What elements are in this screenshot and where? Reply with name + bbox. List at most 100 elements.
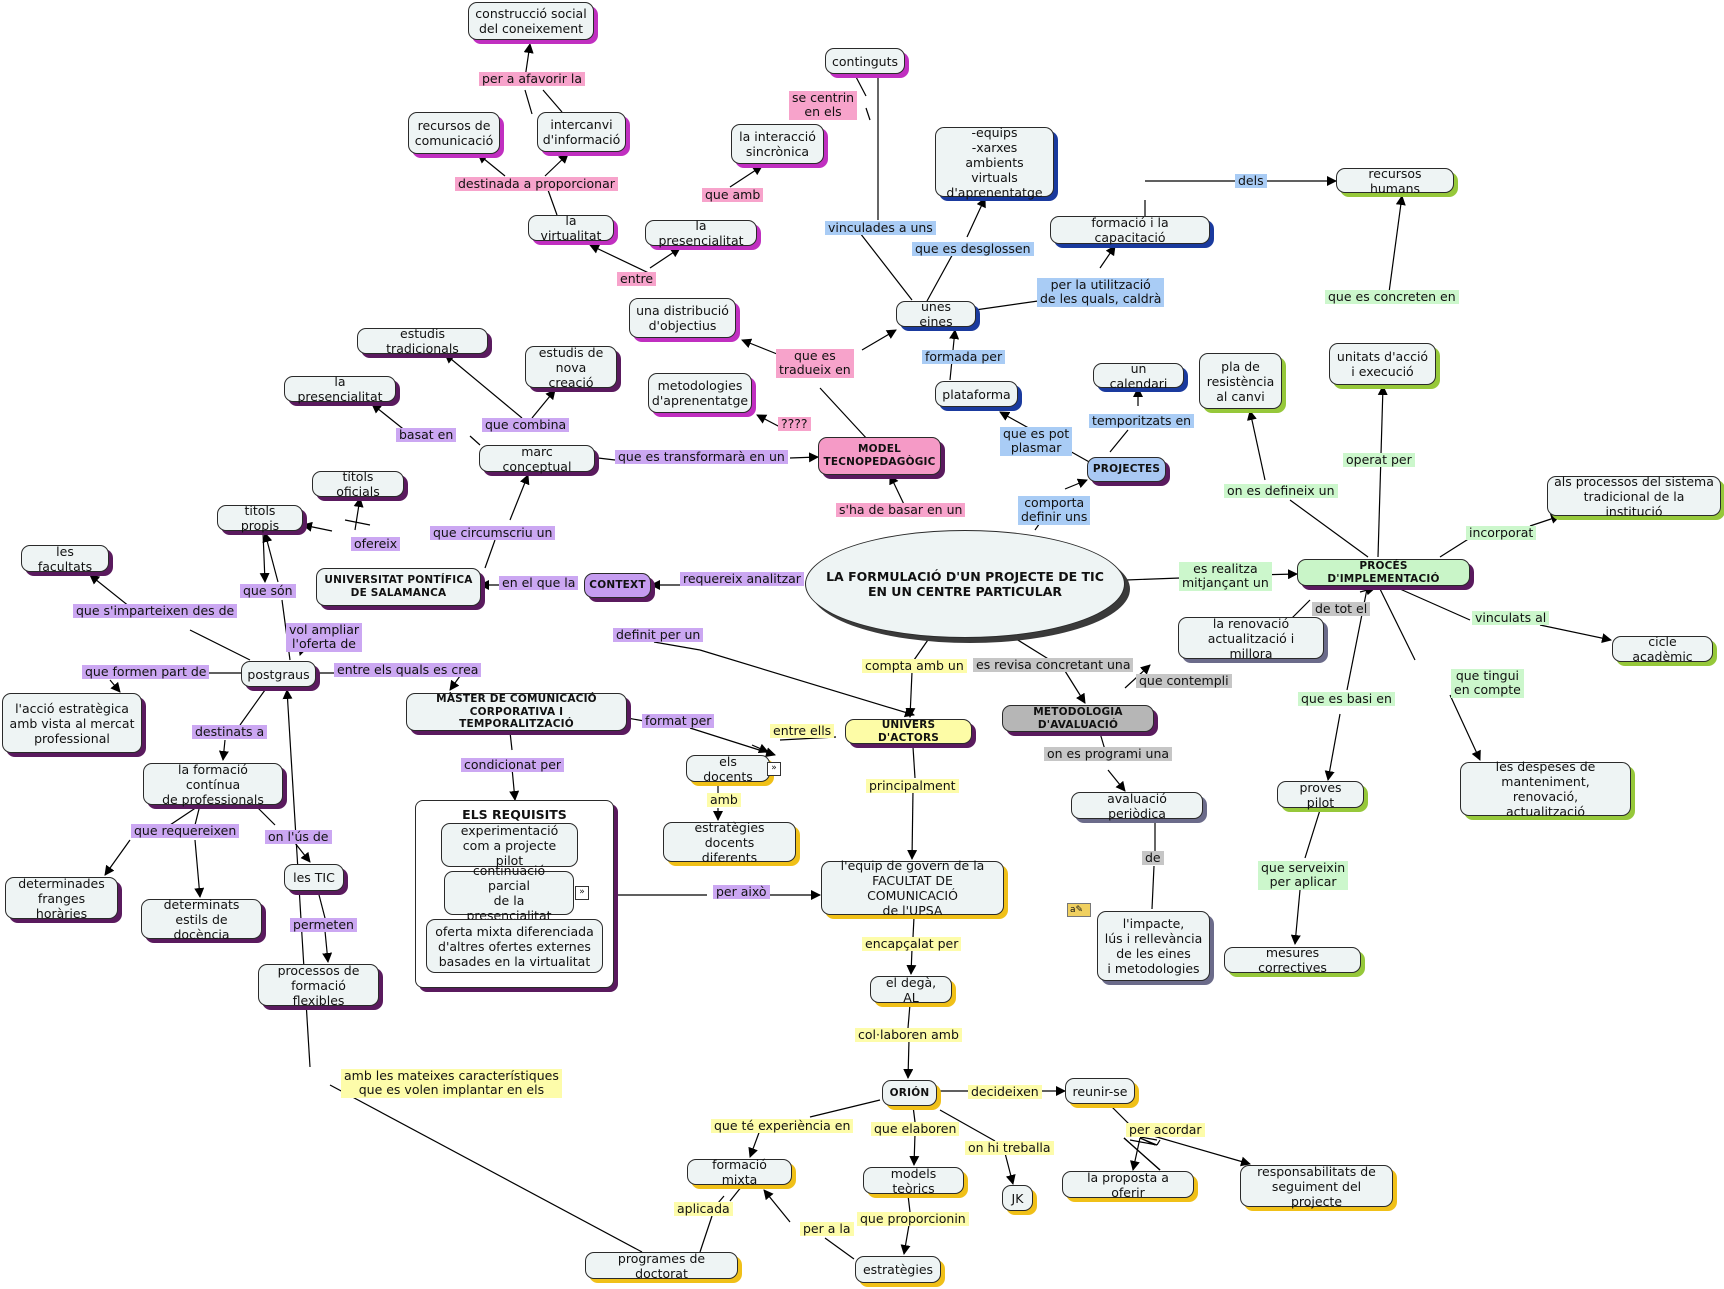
presencialitat-context-node[interactable]: la presencialitat <box>284 374 396 404</box>
link-label: que contempli <box>1136 673 1232 689</box>
context-node[interactable]: CONTEXT <box>584 573 651 598</box>
link-label: es revisa concretant una <box>973 657 1134 673</box>
despeses-node[interactable]: les despeses de manteniment, renovació, … <box>1460 759 1631 819</box>
formacio-mixta-node[interactable]: formació mixta <box>687 1157 792 1187</box>
connector-line <box>1107 769 1126 792</box>
responsabilitats-node[interactable]: responsabilitats de seguiment del projec… <box>1240 1164 1393 1209</box>
connector-line <box>912 916 915 938</box>
recursos-comunicacio-node[interactable]: recursos de comunicació <box>408 112 500 154</box>
master-node[interactable]: MÀSTER DE COMUNICACIÓ CORPORATIVA I TEMP… <box>406 693 627 731</box>
link-label: ofereix <box>351 536 401 552</box>
calendari-node[interactable]: un calendari <box>1093 361 1184 391</box>
connector-line <box>861 329 897 351</box>
avaluacio-node[interactable]: avaluació periòdica <box>1071 791 1203 821</box>
formacio-continua-node[interactable]: la formació contínua de professionals <box>143 762 283 807</box>
proves-pilot-node[interactable]: proves pilot <box>1277 780 1364 810</box>
plataforma-node[interactable]: plataforma <box>935 381 1018 407</box>
metodologia-node[interactable]: METODOLOGIA D'AVALUACIÓ <box>1002 705 1154 732</box>
docents-node[interactable]: els docents <box>686 754 770 784</box>
interaccio-node[interactable]: la interacció sincrònica <box>731 124 824 164</box>
connector-line <box>449 675 461 691</box>
link-label: que combina <box>482 417 570 433</box>
construccio-node[interactable]: construcció social del coneixement <box>468 2 594 40</box>
link-label: temporitzats en <box>1089 413 1195 429</box>
requisit-item[interactable]: oferta mixta diferenciada d'altres ofert… <box>426 919 603 973</box>
metodologies-node[interactable]: metodologies d'aprenentatge <box>648 373 752 413</box>
expand-icon[interactable]: » <box>767 762 781 776</box>
estrategies-docents-node[interactable]: estratègies docents diferents <box>663 820 796 865</box>
link-label: que són <box>240 583 296 599</box>
recursos-humans-node[interactable]: recursos humans <box>1336 166 1454 196</box>
link-label: condicionat per <box>461 757 565 773</box>
postgraus-node[interactable]: postgraus <box>241 661 316 687</box>
connector-line <box>1130 1137 1141 1171</box>
link-label: que es pot plasmar <box>1000 426 1073 456</box>
tic-node[interactable]: les TIC <box>284 864 344 891</box>
mesures-node[interactable]: mesures correctives <box>1224 945 1361 975</box>
processos-sistema-node[interactable]: als processos del sistema tradicional de… <box>1547 474 1721 519</box>
connector-line <box>1247 410 1266 481</box>
orion-node[interactable]: ORIÓN <box>882 1080 937 1106</box>
connector-line <box>109 679 121 693</box>
connector-line <box>524 89 533 115</box>
connector-line <box>865 107 871 121</box>
model-node[interactable]: MODEL TECNOPEDAGÒGIC <box>818 437 941 475</box>
upsa-node[interactable]: UNIVERSITAT PONTÍFICA DE SALAMANCA <box>316 568 481 606</box>
estudis-nova-node[interactable]: estudis de nova creació <box>525 345 617 390</box>
dega-node[interactable]: el degà, AL <box>870 975 952 1005</box>
connector-line <box>939 1109 996 1142</box>
jk-node[interactable]: JK <box>1002 1185 1033 1211</box>
eines-node[interactable]: unes eines <box>896 299 976 329</box>
unitats-node[interactable]: unitats d'acció i execució <box>1329 343 1436 385</box>
link-label: es realitza mitjançant un <box>1179 561 1272 591</box>
continguts-node[interactable]: continguts <box>825 48 905 74</box>
link-label: que es desglossen <box>912 241 1034 257</box>
projectes-node[interactable]: PROJECTES <box>1087 457 1166 482</box>
formacio-capacitacio-node[interactable]: formació i la capacitació <box>1050 215 1210 245</box>
cicle-node[interactable]: cicle acadèmic <box>1612 634 1713 664</box>
distribucio-node[interactable]: una distribució d'objectius <box>629 298 736 338</box>
connector-line <box>547 189 558 216</box>
estrategies-node[interactable]: estratègies <box>855 1256 941 1283</box>
connector-line <box>344 519 371 526</box>
equip-govern-node[interactable]: l'equip de govern de la FACULTAT DE COMU… <box>821 858 1004 918</box>
link-label: basat en <box>396 427 457 443</box>
programes-node[interactable]: programes de doctorat <box>585 1251 738 1281</box>
titols-propis-node[interactable]: titols propis <box>217 503 303 533</box>
franges-node[interactable]: determinades franges horàries <box>5 876 118 921</box>
proces-node[interactable]: PROCÉS D'IMPLEMENTACIÓ <box>1297 559 1470 586</box>
equips-node[interactable]: -equips -xarxes ambients virtuals d'apre… <box>935 125 1054 200</box>
link-label: amb <box>707 792 741 808</box>
reunir-node[interactable]: reunir-se <box>1065 1078 1135 1104</box>
proposta-node[interactable]: la proposta a oferir <box>1062 1170 1194 1200</box>
univers-node[interactable]: UNIVERS D'ACTORS <box>845 719 972 744</box>
marc-conceptual-node[interactable]: marc conceptual <box>479 444 595 474</box>
virtualitat-node[interactable]: la virtualitat <box>528 213 614 243</box>
processos-flexibles-node[interactable]: processos de formació flexibles <box>258 963 379 1008</box>
facultats-node[interactable]: les facultats <box>21 544 109 574</box>
expand-icon[interactable]: » <box>575 886 589 900</box>
presencialitat-model-node[interactable]: la presencialitat <box>645 218 757 248</box>
connector-line <box>322 930 333 963</box>
pla-resistencia-node[interactable]: pla de resistència al canvi <box>1199 353 1282 409</box>
estudis-tradicionals-node[interactable]: estudis tradicionals <box>357 326 488 356</box>
connector-line <box>1109 1104 1131 1126</box>
titols-oficials-node[interactable]: títols oficials <box>312 469 404 499</box>
models-node[interactable]: models teòrics <box>863 1166 964 1196</box>
link-label: que s'imparteixen des de <box>73 603 238 619</box>
note-icon[interactable]: a✎ <box>1067 903 1091 917</box>
connector-line <box>854 74 867 97</box>
accio-estrategica-node[interactable]: l'acció estratègica amb vista al mercat … <box>2 693 142 753</box>
requisit-item[interactable]: experimentació com a projecte pilot <box>441 823 578 868</box>
connector-line <box>824 1237 855 1260</box>
intercanvi-node[interactable]: intercanvi d'informació <box>537 112 626 152</box>
connector-line <box>1449 694 1481 761</box>
renovacio-node[interactable]: la renovació actualització i millora <box>1178 616 1324 661</box>
estils-node[interactable]: determinats estils de docència <box>141 897 262 942</box>
connector-line <box>1399 588 1471 621</box>
requisit-item[interactable]: continuació parcial de la presencialitat <box>444 863 574 923</box>
connector-line <box>1123 1137 1161 1171</box>
impacte-node[interactable]: l'impacte, lús i rellevància de les eine… <box>1097 911 1210 981</box>
central-topic-node[interactable]: LA FORMULACIÓ D'UN PROJECTE DE TIC EN UN… <box>805 530 1125 638</box>
connector-line <box>906 948 917 975</box>
